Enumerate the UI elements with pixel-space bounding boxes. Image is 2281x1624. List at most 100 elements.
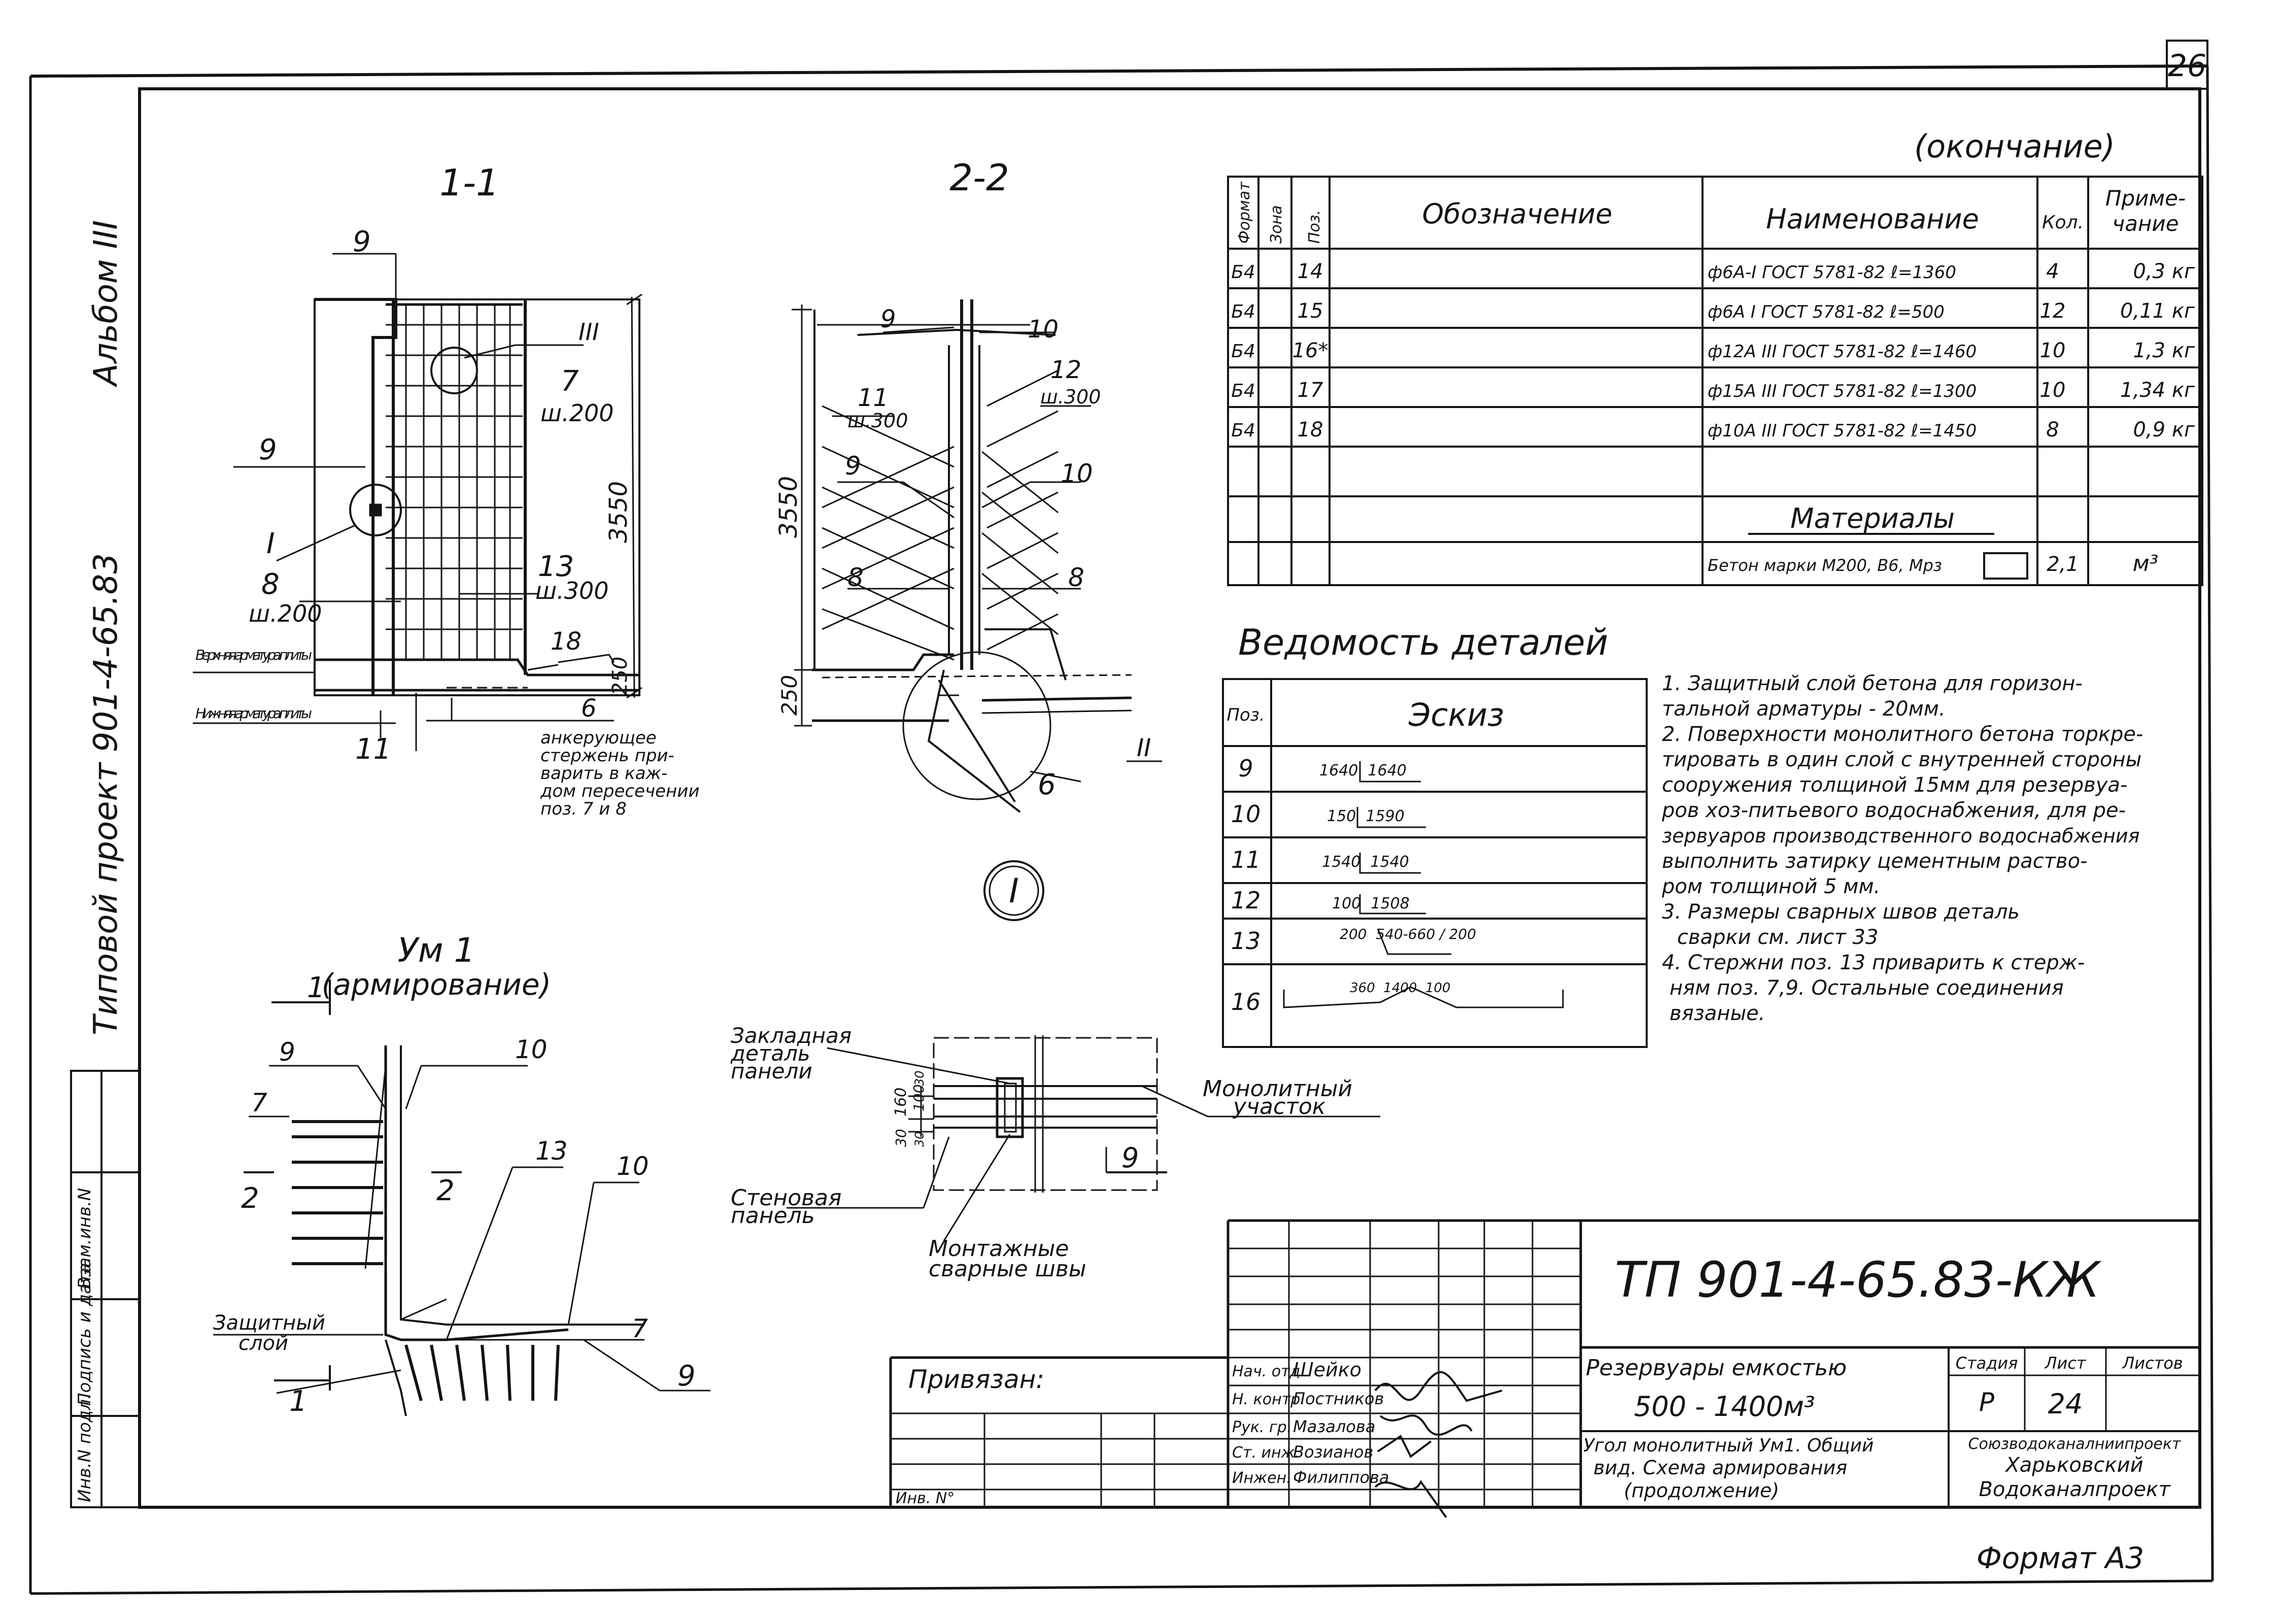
spec-header-designation: Обозначение [1422, 198, 1613, 230]
title-role-row: Рук. гр. Мазалова [1232, 1417, 1375, 1436]
note-line: 1. Защитный слой бетона для горизон- [1662, 672, 2083, 695]
page-number: 26 [2168, 48, 2206, 84]
spec-concrete-name: Бетон марки М200, В6, Мрз [1708, 556, 1942, 575]
album-label: Альбом III [87, 220, 125, 388]
details-title: Ведомость деталей [1238, 622, 1608, 663]
side-stamp-sign: Подпись и дата [75, 1263, 95, 1406]
joint-plan-drawing [787, 1035, 1380, 1241]
plan-monolith: Монолитный [1203, 1076, 1352, 1102]
spec-cell-pos: 16* [1292, 339, 1329, 362]
details-row: 11 1540 1540 [1231, 846, 1421, 874]
sec22-label: 3550 [774, 476, 803, 538]
spec-materials-label: Материалы [1790, 502, 1955, 534]
sec22-label: 9 [880, 305, 896, 333]
title-person: Возианов [1293, 1442, 1373, 1462]
title-role: Рук. гр. [1232, 1418, 1291, 1436]
title-volume: 500 - 1400м³ [1634, 1391, 1815, 1423]
spec-title: (окончание) [1914, 128, 2115, 165]
sec11-label: 9 [353, 225, 371, 258]
title-role-row: Инжен. Филиппова [1232, 1468, 1389, 1487]
title-block [889, 1219, 2200, 1507]
sec11-label: 250 [608, 657, 632, 695]
sec22-label: II [1137, 734, 1151, 762]
spec-header-format: Формат [1236, 181, 1253, 244]
details-cell-sketch: 200 540-660 / 200 [1340, 926, 1476, 942]
spec-header-name: Наименование [1766, 203, 1979, 235]
node-label: 1 [289, 1385, 308, 1418]
note-line: тальной арматуры - 20мм. [1662, 697, 1946, 721]
sec22-label: 12 [1050, 356, 1081, 384]
plan-embedded: Закладная [731, 1023, 852, 1048]
details-cell-sketch: 100 1508 [1332, 895, 1410, 912]
details-cell-sketch: 1640 1640 [1319, 762, 1407, 780]
sec11-anchor-note: поз. 7 и 8 [540, 799, 627, 819]
sec11-anchor-note: дом пересечении [540, 781, 699, 801]
node-title: Ум 1 [398, 931, 475, 970]
note-line: вязаные. [1670, 1002, 1765, 1025]
title-role: Н. контр. [1232, 1391, 1305, 1408]
title-stage: Р [1979, 1388, 1995, 1417]
node-label: 13 [535, 1136, 568, 1166]
sec11-label: I [266, 527, 275, 560]
note-line: ров хоз-питьевого водоснабжения, для ре- [1661, 799, 2126, 822]
spec-cell-format: Б4 [1231, 262, 1255, 283]
details-cell-sketch: 1540 1540 [1322, 853, 1409, 871]
side-stamp-inv: Инв.N подл. [75, 1394, 95, 1502]
title-person: Мазалова [1293, 1417, 1375, 1436]
details-row: 9 1640 1640 [1238, 755, 1421, 783]
spec-cell-qty: 8 [2046, 418, 2059, 442]
spec-cell-name: ф6А I ГОСТ 5781-82 ℓ=500 [1708, 302, 1945, 322]
spec-header-qty: Кол. [2042, 212, 2084, 233]
format-label: Формат А3 [1977, 1541, 2144, 1575]
title-role: Инжен. [1232, 1469, 1291, 1487]
spec-header-zone: Зона [1268, 205, 1285, 244]
details-cell-sketch: 150 1590 [1327, 807, 1405, 825]
plan-mount-welds: сварные швы [929, 1256, 1086, 1282]
plan-dim: 100 [910, 1085, 927, 1111]
details-row: 12 100 1508 [1231, 887, 1426, 915]
spec-concrete-qty: 2,1 [2047, 553, 2079, 576]
spec-cell-qty: 4 [2046, 260, 2059, 283]
plan-label-9: 9 [1121, 1142, 1139, 1174]
spec-header-note-1: Приме- [2105, 186, 2186, 211]
node-protect-layer: слой [239, 1332, 288, 1355]
note-line: зервуаров производственного водоснабжени… [1662, 825, 2139, 847]
spec-row: Б4 14 ф6А-I ГОСТ 5781-82 ℓ=1360 4 0,3 кг [1231, 260, 2195, 283]
spec-cell-format: Б4 [1231, 420, 1255, 441]
spec-cell-pos: 18 [1298, 418, 1323, 442]
details-cell-pos: 13 [1231, 927, 1261, 955]
details-row: 10 150 1590 [1231, 800, 1426, 828]
note-line: сооружения толщиной 15мм для резервуа- [1662, 773, 2127, 797]
details-row: 13 200 540-660 / 200 [1231, 926, 1476, 955]
typical-project-label: Типовой проект 901-4-65.83 [87, 553, 125, 1035]
sec11-label: ш.300 [535, 577, 609, 604]
spec-cell-note: 0,9 кг [2133, 418, 2195, 442]
sec11-anchor-note: варить в каж- [540, 763, 667, 784]
spec-cell-format: Б4 [1231, 381, 1255, 401]
spec-cell-note: 1,3 кг [2133, 339, 2195, 362]
sec11-label: III [578, 318, 599, 346]
sec11-bot-arm: Нижняя арматура плиты [195, 705, 312, 722]
spec-header-note-2: чание [2112, 211, 2178, 236]
details-cell-pos: 12 [1231, 887, 1261, 914]
sec22-label: 11 [858, 384, 889, 412]
title-org: Харьковский [2004, 1453, 2143, 1477]
title-role-row: Нач. отд. Шейко [1232, 1359, 1361, 1381]
sec22-label: ш.300 [1040, 386, 1101, 408]
node-label: 10 [515, 1035, 548, 1064]
sec11-label: 6 [581, 694, 597, 723]
spec-concrete-unit: м³ [2133, 551, 2159, 577]
spec-cell-pos: 14 [1298, 260, 1323, 283]
node-subtitle: (армирование) [322, 967, 551, 1002]
node-label: 10 [617, 1152, 649, 1181]
details-header-pos: Поз. [1227, 705, 1265, 725]
sec11-label: 13 [538, 550, 574, 583]
node-label: 7 [251, 1088, 267, 1118]
sec22-label: 250 [777, 675, 802, 716]
node-I-marker [983, 860, 1044, 921]
details-header-sketch: Эскиз [1408, 696, 1504, 733]
title-object: Резервуары емкостью [1586, 1355, 1847, 1381]
title-role-row: Н. контр. Постников [1232, 1389, 1384, 1408]
sec11-label: ш.200 [540, 399, 614, 427]
sec11-label: ш.200 [249, 600, 322, 627]
